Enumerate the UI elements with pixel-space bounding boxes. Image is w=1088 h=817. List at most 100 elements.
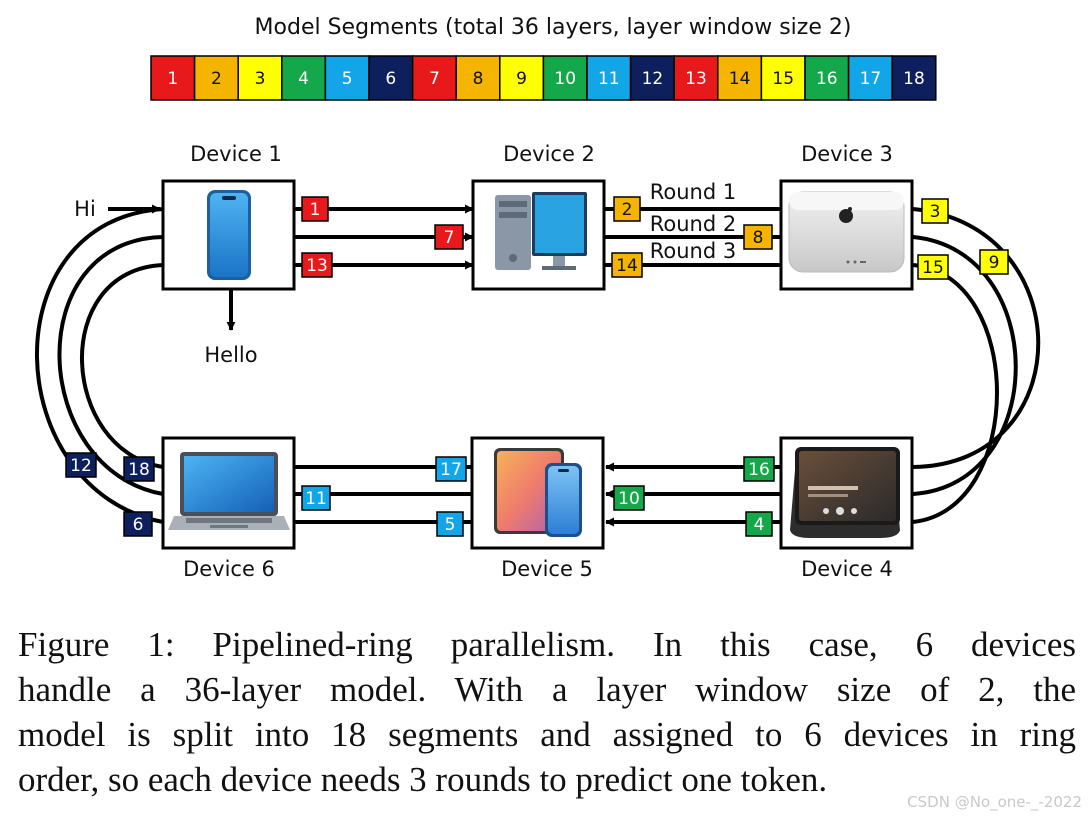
round-3-label: Round 3 [650,239,736,263]
device-5-label: Device 5 [501,557,593,581]
caption-line-2: handle a 36-layer model. With a layer wi… [18,670,1076,709]
device-5: Device 5 [470,436,605,581]
svg-text:11: 11 [305,489,327,509]
segment-tag-11: 11 [301,485,331,511]
svg-text:18: 18 [128,460,150,480]
device-6: Device 6 [161,436,296,581]
svg-text:7: 7 [429,69,440,89]
output-label: Hello [204,343,257,367]
svg-text:6: 6 [133,515,144,535]
svg-text:13: 13 [685,69,707,89]
segment-cell-8: 8 [455,55,501,101]
smartphone-icon [207,190,251,280]
svg-text:10: 10 [618,489,640,509]
arc-d3-d4-round1 [912,207,1041,469]
desktop-pc-icon [495,192,587,270]
segment-cell-1: 1 [150,55,196,101]
device-3-label: Device 3 [801,142,893,166]
input-label: Hi [74,197,96,221]
svg-text:9: 9 [989,253,1000,273]
device-1: Device 1 [161,142,296,291]
svg-text:7: 7 [444,228,455,248]
segment-cell-10: 10 [542,55,588,101]
segment-tag-2: 2 [613,196,641,222]
round-1-label: Round 1 [650,180,736,204]
svg-text:9: 9 [516,69,527,89]
svg-text:15: 15 [922,258,944,278]
arc-d3-d4-round2 [912,235,1018,496]
segment-tag-7: 7 [434,224,464,250]
ring-lines [35,204,1041,527]
svg-text:17: 17 [440,460,462,480]
svg-text:17: 17 [860,69,882,89]
segment-tag-17: 17 [435,456,467,482]
segment-tag-15: 15 [917,254,949,280]
segment-cell-3: 3 [237,55,283,101]
svg-text:1: 1 [167,69,178,89]
segment-tag-5: 5 [436,511,464,537]
segment-tag-4: 4 [745,511,773,537]
svg-text:18: 18 [903,69,925,89]
segment-cell-14: 14 [717,55,763,101]
segment-tag-3: 3 [921,198,949,224]
segment-tag-9: 9 [979,249,1009,275]
device-6-label: Device 6 [183,557,275,581]
diagram-title: Model Segments (total 36 layers, layer w… [255,15,852,40]
watermark: CSDN @No_one-_-2022 [907,793,1082,811]
segment-cell-15: 15 [760,55,806,101]
device-4-label: Device 4 [801,557,893,581]
device-4: Device 4 [779,436,914,581]
caption-line-4: order, so each device needs 3 rounds to … [18,760,828,799]
segment-cell-9: 9 [499,55,545,101]
svg-text:14: 14 [729,69,751,89]
svg-text:4: 4 [298,69,309,89]
caption-line-1: Figure 1: Pipelined-ring parallelism. In… [18,625,1076,664]
arc-d6-d1-round3 [80,263,164,469]
round-2-label: Round 2 [650,212,736,236]
figure-caption: Figure 1: Pipelined-ring parallelism. In… [18,622,1076,802]
svg-text:5: 5 [445,515,456,535]
caption-line-3: model is split into 18 segments and assi… [18,715,1076,754]
segment-tag-8: 8 [743,224,773,250]
arc-d3-d4-round3 [912,263,999,524]
segment-cell-5: 5 [324,55,370,101]
device-2-label: Device 2 [503,142,595,166]
smart-display-icon [790,447,900,538]
svg-text:15: 15 [772,69,794,89]
svg-text:16: 16 [816,69,838,89]
svg-text:14: 14 [616,256,638,276]
svg-text:5: 5 [342,69,353,89]
segment-cell-13: 13 [673,55,719,101]
segment-cell-7: 7 [411,55,457,101]
svg-text:13: 13 [306,256,328,276]
tablet-phone-icon [494,448,582,537]
segment-cell-6: 6 [368,55,414,101]
segment-tag-13: 13 [301,252,333,278]
svg-text:8: 8 [753,228,764,248]
segment-tag-10: 10 [613,485,645,511]
segment-cell-16: 16 [804,55,850,101]
svg-text:12: 12 [642,69,664,89]
svg-text:3: 3 [930,202,941,222]
svg-text:8: 8 [473,69,484,89]
segment-tag-14: 14 [611,252,643,278]
arc-d6-d1-round2 [35,207,164,524]
segment-tag-6: 6 [123,511,153,537]
segment-cell-18: 18 [891,55,937,101]
segment-tag-1: 1 [301,196,329,222]
svg-text:1: 1 [310,200,321,220]
segment-tag-16: 16 [743,456,775,482]
segment-tag-18: 18 [123,456,155,482]
segment-cell-17: 17 [847,55,893,101]
laptop-icon [168,452,290,530]
svg-text:2: 2 [622,200,633,220]
device-3: Device 3 [779,142,914,291]
device-2: Device 2 [471,142,606,291]
svg-text:6: 6 [385,69,396,89]
segment-cell-11: 11 [586,55,632,101]
mac-mini-icon [788,191,905,273]
svg-text:4: 4 [754,515,765,535]
svg-text:10: 10 [554,69,576,89]
segment-cell-2: 2 [193,55,239,101]
